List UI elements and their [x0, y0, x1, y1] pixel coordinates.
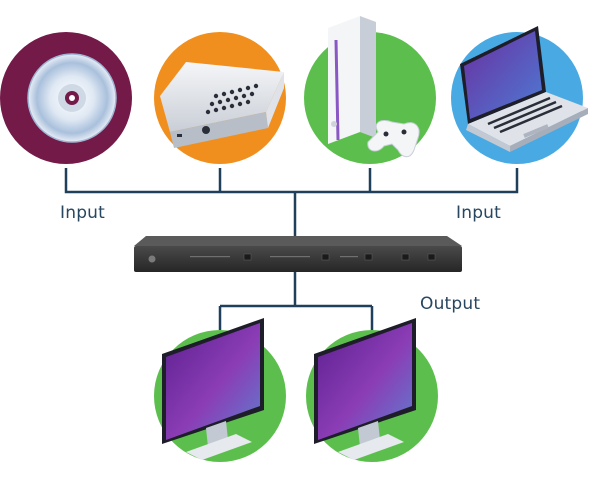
output-bus-line: [218, 272, 374, 330]
laptop-icon: [451, 26, 588, 164]
output-label: Output: [420, 294, 481, 314]
input-label-left: Input: [60, 203, 106, 223]
input-bus-line: [64, 168, 519, 194]
monitor-icon: [154, 318, 286, 462]
monitor-icon: [306, 318, 438, 462]
hdmi-switch-icon: [134, 236, 462, 272]
connector-lines: [64, 168, 519, 330]
game-console-icon: [304, 16, 436, 164]
media-player-icon: [154, 32, 286, 164]
disc-icon: [0, 32, 132, 164]
input-label-right: Input: [456, 203, 502, 223]
